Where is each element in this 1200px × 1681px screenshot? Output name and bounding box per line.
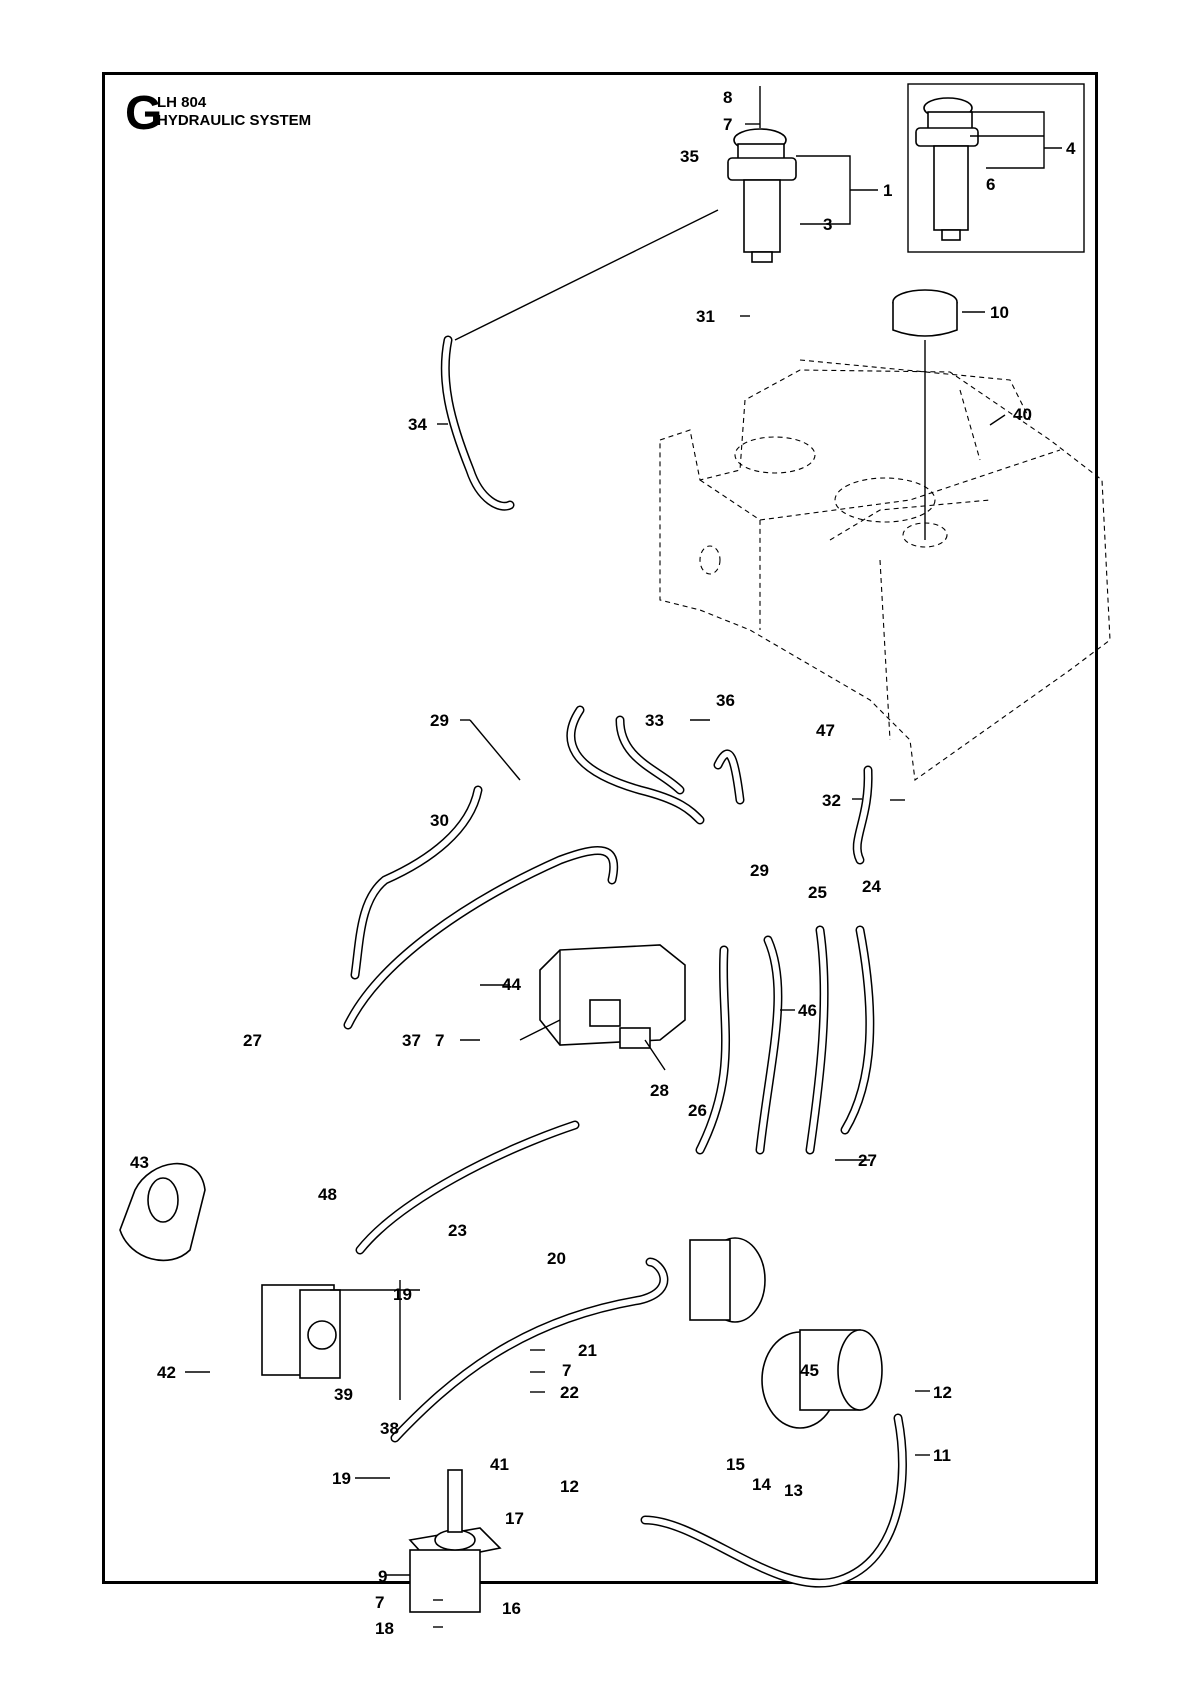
callout-40: 40 <box>1013 405 1032 424</box>
callout-47: 47 <box>816 721 835 740</box>
callout-12: 12 <box>560 1477 579 1496</box>
callout-29: 29 <box>750 861 769 880</box>
callout-7: 7 <box>435 1031 444 1050</box>
callout-36: 36 <box>716 691 735 710</box>
callout-19: 19 <box>393 1285 412 1304</box>
callout-24: 24 <box>862 877 881 896</box>
callout-28: 28 <box>650 1081 669 1100</box>
inset-box <box>907 83 1085 253</box>
callout-14: 14 <box>752 1475 771 1494</box>
callout-19: 19 <box>332 1469 351 1488</box>
callout-46: 46 <box>798 1001 817 1020</box>
callout-39: 39 <box>334 1385 353 1404</box>
callout-18: 18 <box>375 1619 394 1638</box>
callout-1: 1 <box>883 181 892 200</box>
callout-16: 16 <box>502 1599 521 1618</box>
section-letter: G <box>125 87 163 140</box>
callout-27: 27 <box>243 1031 262 1050</box>
callout-4: 4 <box>1066 139 1076 158</box>
callout-12: 12 <box>933 1383 952 1402</box>
return-filter <box>727 86 878 263</box>
callout-15: 15 <box>726 1455 745 1474</box>
callout-23: 23 <box>448 1221 467 1240</box>
callout-27: 27 <box>858 1151 877 1170</box>
callout-3: 3 <box>823 215 832 234</box>
control-valve-block <box>539 944 686 1049</box>
callout-41: 41 <box>490 1455 509 1474</box>
callout-44: 44 <box>502 975 521 994</box>
inset-filter-assembly <box>915 97 1062 241</box>
callout-48: 48 <box>318 1185 337 1204</box>
model-name: LH 804 <box>157 94 207 111</box>
callout-25: 25 <box>808 883 827 902</box>
callout-17: 17 <box>505 1509 524 1528</box>
leader-lines <box>185 123 1006 1628</box>
callout-29: 29 <box>430 711 449 730</box>
callout-34: 34 <box>408 415 427 434</box>
callout-35: 35 <box>680 147 699 166</box>
callout-33: 33 <box>645 711 664 730</box>
callout-32: 32 <box>822 791 841 810</box>
callout-42: 42 <box>157 1363 176 1382</box>
callout-11: 11 <box>933 1446 951 1465</box>
callout-9: 9 <box>378 1567 387 1586</box>
callout-37: 37 <box>402 1031 421 1050</box>
callout-13: 13 <box>784 1481 803 1500</box>
wheel-motors <box>689 1237 883 1429</box>
hoses <box>343 335 907 1588</box>
callout-6: 6 <box>986 175 995 194</box>
callout-31: 31 <box>696 307 715 326</box>
callout-7: 7 <box>375 1593 384 1612</box>
callout-21: 21 <box>578 1341 597 1360</box>
section-title: HYDRAULIC SYSTEM <box>157 112 312 129</box>
callout-45: 45 <box>800 1361 819 1380</box>
callout-7: 7 <box>562 1361 571 1380</box>
callout-20: 20 <box>547 1249 566 1268</box>
callout-22: 22 <box>560 1383 579 1402</box>
hydraulic-tank-outline <box>659 359 1111 781</box>
diagram-frame <box>102 72 1098 1584</box>
callout-26: 26 <box>688 1101 707 1120</box>
callout-labels: 8 7 35 1 3 4 6 31 10 34 40 29 33 36 47 3… <box>130 88 1076 1638</box>
tank-cap <box>892 289 958 540</box>
pump-gearbox <box>119 1162 341 1379</box>
callout-8: 8 <box>723 88 732 107</box>
charge-pump <box>408 1469 502 1613</box>
callout-30: 30 <box>430 811 449 830</box>
callout-10: 10 <box>990 303 1009 322</box>
callout-43: 43 <box>130 1153 149 1172</box>
callout-7: 7 <box>723 115 732 134</box>
callout-38: 38 <box>380 1419 399 1438</box>
